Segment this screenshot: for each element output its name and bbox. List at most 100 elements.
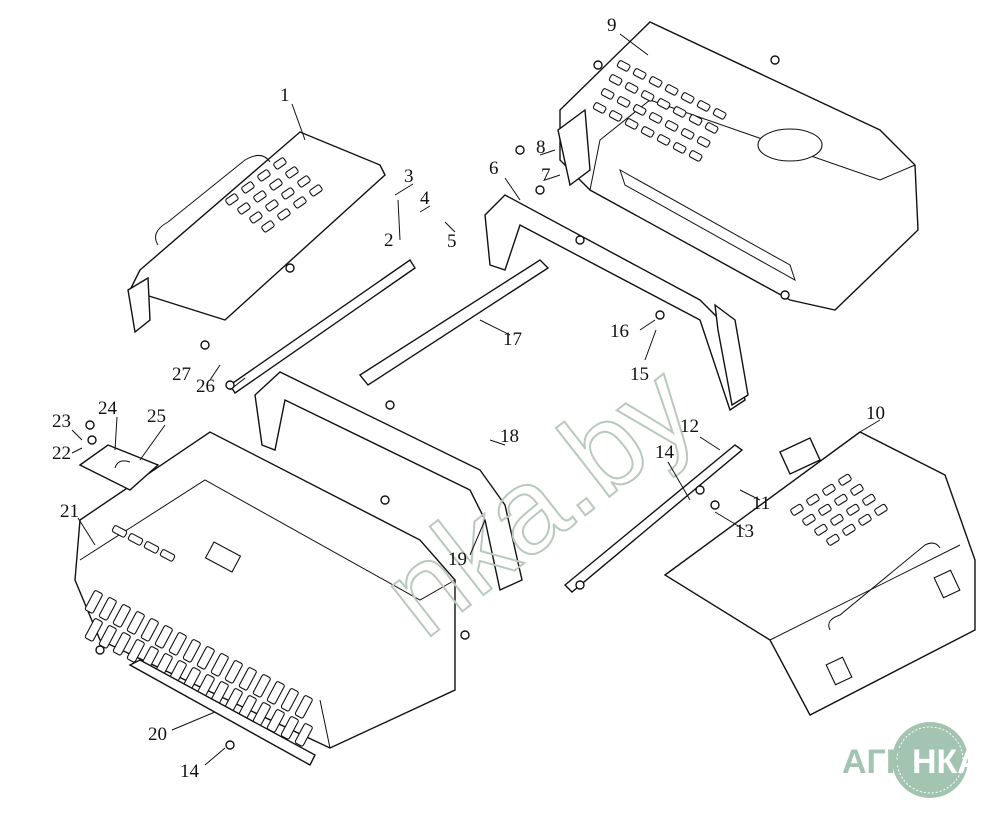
callout-18: 18 — [500, 426, 519, 447]
fasteners — [85, 55, 790, 750]
callout-26: 26 — [196, 376, 215, 397]
vent-slot — [608, 74, 623, 86]
bolt-icon — [770, 55, 780, 65]
vent-slot — [826, 533, 840, 546]
logo-text-left: АГРО — [842, 743, 935, 781]
bolt-icon — [285, 263, 295, 273]
vent-slot — [624, 82, 639, 94]
vent-slot — [648, 112, 663, 124]
vent-slot — [159, 549, 176, 562]
bolt-icon — [85, 420, 95, 430]
vent-slot — [294, 695, 313, 719]
hood-part-10 — [563, 431, 976, 716]
vent-slot — [252, 674, 271, 698]
bolt-icon — [225, 740, 235, 750]
callout-4: 4 — [420, 188, 430, 209]
callout-7: 7 — [541, 165, 551, 186]
vent-slot — [814, 523, 828, 536]
vent-slot — [790, 503, 804, 516]
vent-slot — [84, 618, 103, 642]
vent-slot — [127, 533, 144, 546]
bar-part-17 — [229, 259, 550, 394]
vent-slot — [818, 503, 832, 516]
vent-slot — [664, 84, 679, 96]
cover-part-9 — [557, 21, 919, 311]
vent-slot — [224, 660, 243, 684]
callout-6: 6 — [489, 158, 499, 179]
callout-14: 14 — [655, 442, 675, 463]
frame-part-19 — [254, 371, 523, 591]
callout-20: 20 — [148, 724, 167, 745]
vent-slot — [225, 193, 239, 206]
callout-1: 1 — [280, 85, 290, 106]
callout-5: 5 — [447, 231, 457, 252]
hood-part-21 — [74, 431, 456, 766]
callout-25: 25 — [147, 406, 166, 427]
bolt-icon — [695, 485, 705, 495]
vent-slot — [168, 632, 187, 656]
vent-slot — [842, 523, 856, 536]
bolt-icon — [710, 500, 720, 510]
logo-text-right: НКА — [912, 743, 982, 781]
vent-slot — [858, 513, 872, 526]
cover-part-1 — [127, 131, 386, 334]
vent-slot — [182, 639, 201, 663]
vent-slot — [253, 190, 267, 203]
bolt-icon — [655, 310, 665, 320]
vent-slot — [280, 716, 299, 740]
bolt-icon — [535, 185, 545, 195]
plate-part-24 — [78, 444, 160, 491]
callout-19: 19 — [448, 549, 467, 570]
vent-slot — [237, 202, 251, 215]
vent-slot — [266, 681, 285, 705]
callout-27: 27 — [172, 364, 191, 385]
vent-slot — [309, 184, 323, 197]
vent-slot — [84, 590, 103, 614]
vent-slot — [293, 196, 307, 209]
bolt-icon — [380, 495, 390, 505]
vent-slot — [680, 92, 695, 104]
vent-slot — [196, 646, 215, 670]
watermark: nka.by — [358, 338, 719, 661]
vent-slot — [238, 667, 257, 691]
vent-slot — [143, 541, 160, 554]
callout-9: 9 — [607, 15, 617, 36]
vent-slot — [656, 98, 671, 110]
vent-slot — [280, 688, 299, 712]
vent-slot — [297, 175, 311, 188]
callout-12: 12 — [680, 416, 699, 437]
vent-slot — [608, 110, 623, 122]
vent-slot — [140, 618, 159, 642]
vent-slot — [688, 150, 703, 162]
vent-slot — [126, 611, 145, 635]
callout-labels: 1 2 3 4 5 6 7 8 9 10 11 12 13 14 15 16 1… — [52, 15, 885, 782]
vent-slot — [696, 100, 711, 112]
callout-23: 23 — [52, 411, 71, 432]
callout-8: 8 — [536, 137, 546, 158]
vent-slot — [802, 513, 816, 526]
vent-slot — [265, 199, 279, 212]
vent-slot — [249, 211, 263, 224]
callout-3: 3 — [404, 166, 414, 187]
bolt-icon — [200, 340, 210, 350]
callout-21: 21 — [60, 501, 79, 522]
vent-slot — [862, 493, 876, 506]
callout-13: 13 — [735, 521, 754, 542]
vent-slot — [688, 114, 703, 126]
vent-slot — [850, 483, 864, 496]
vent-slot — [210, 653, 229, 677]
agronka-logo: АГРО НКА — [842, 722, 982, 798]
callout-2: 2 — [384, 230, 394, 251]
vent-slot — [112, 604, 131, 628]
vent-slot — [664, 120, 679, 132]
bolt-icon — [460, 630, 470, 640]
vent-slot — [672, 142, 687, 154]
bolt-icon — [385, 400, 395, 410]
bolt-icon — [515, 145, 525, 155]
vent-slot — [112, 632, 131, 656]
vent-slot — [294, 723, 313, 747]
vent-slot — [874, 503, 888, 516]
vent-slot — [656, 134, 671, 146]
